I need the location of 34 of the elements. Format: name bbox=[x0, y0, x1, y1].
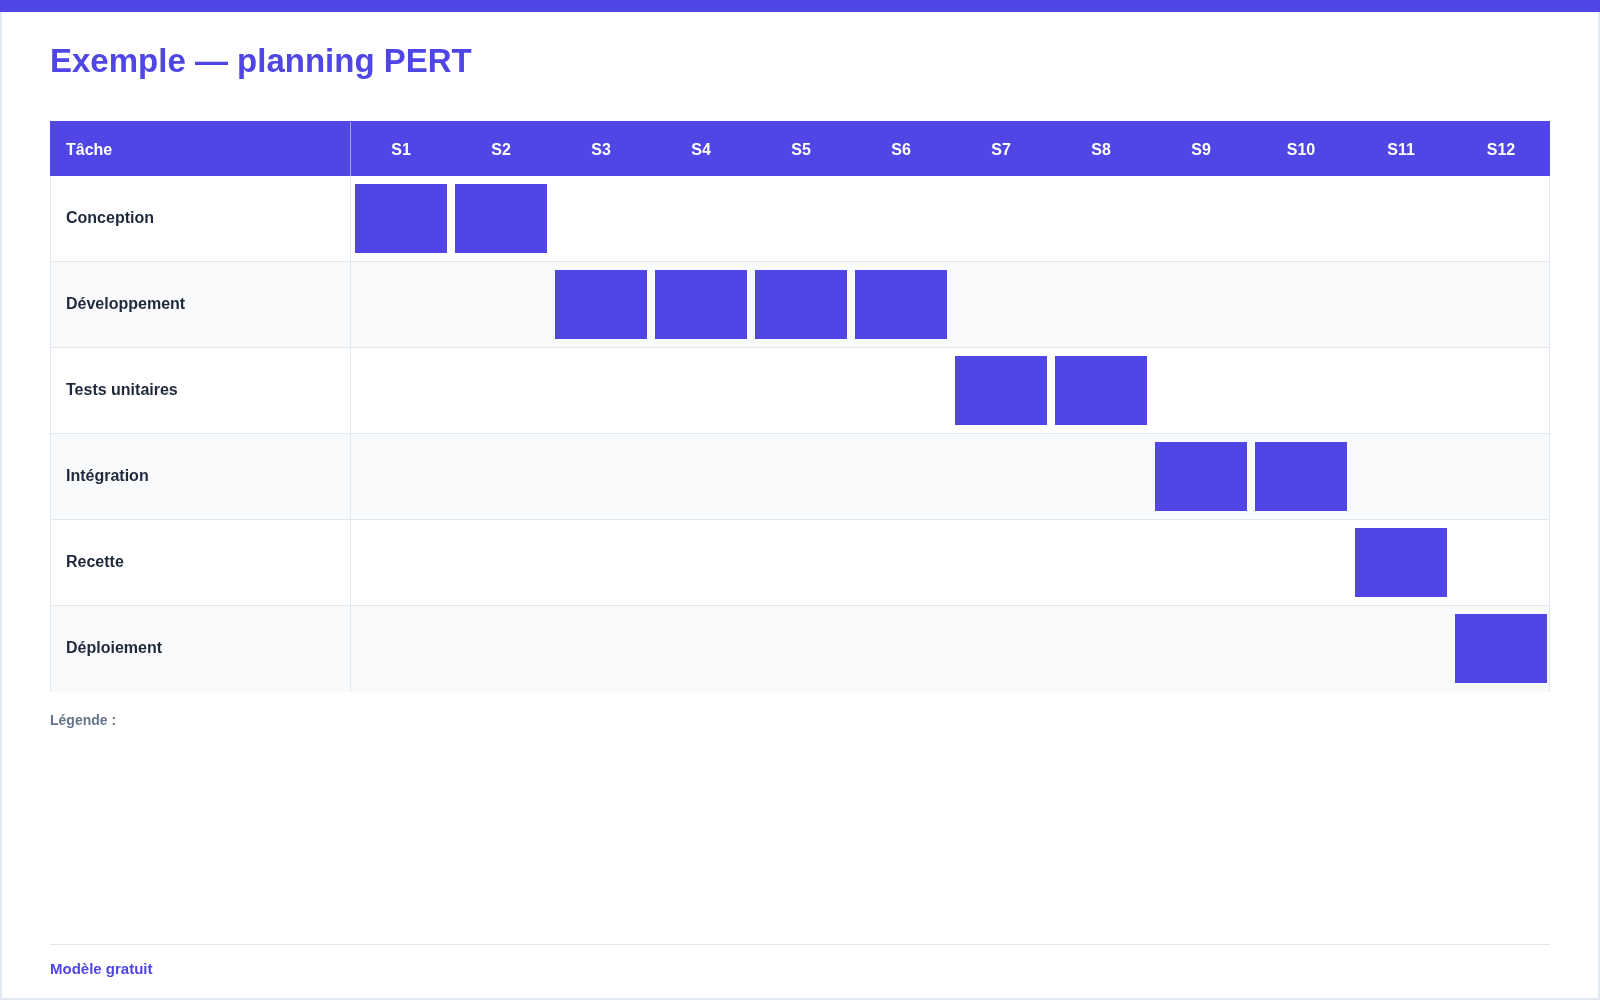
schedule-bar bbox=[555, 270, 647, 339]
schedule-bar bbox=[955, 356, 1047, 425]
column-heading: S8 bbox=[1091, 139, 1111, 160]
column-heading: S3 bbox=[591, 139, 611, 160]
column-heading: S11 bbox=[1387, 139, 1415, 160]
schedule-bar bbox=[755, 270, 847, 339]
column-heading: S4 bbox=[691, 139, 711, 160]
column-heading: S6 bbox=[891, 139, 911, 160]
schedule-bar bbox=[1355, 528, 1447, 597]
schedule-bar bbox=[455, 184, 547, 253]
column-heading: S2 bbox=[491, 139, 511, 160]
task-name: Tests unitaires bbox=[66, 380, 178, 400]
legend-heading: Légende : bbox=[50, 711, 117, 729]
task-name: Intégration bbox=[66, 466, 149, 486]
column-heading: S12 bbox=[1486, 139, 1516, 160]
schedule-bar bbox=[1055, 356, 1147, 425]
column-heading: S7 bbox=[991, 139, 1011, 160]
task-name: Conception bbox=[66, 208, 154, 228]
schedule-bar bbox=[655, 270, 747, 339]
column-heading: S9 bbox=[1191, 139, 1211, 160]
column-heading: S5 bbox=[791, 139, 811, 160]
column-heading: S10 bbox=[1286, 139, 1316, 160]
schedule-bar bbox=[1155, 442, 1247, 511]
task-name: Développement bbox=[66, 294, 186, 314]
page-title: Exemple — planning PERT bbox=[50, 41, 472, 81]
column-heading: S1 bbox=[391, 139, 411, 160]
schedule-bar bbox=[855, 270, 947, 339]
schedule-bar bbox=[355, 184, 447, 253]
task-name: Recette bbox=[66, 552, 124, 572]
column-heading: Tâche bbox=[66, 139, 113, 160]
footer-text: Modèle gratuit bbox=[50, 959, 153, 979]
schedule-bar bbox=[1455, 614, 1547, 683]
schedule-bar bbox=[1255, 442, 1347, 511]
task-name: Déploiement bbox=[66, 638, 162, 658]
